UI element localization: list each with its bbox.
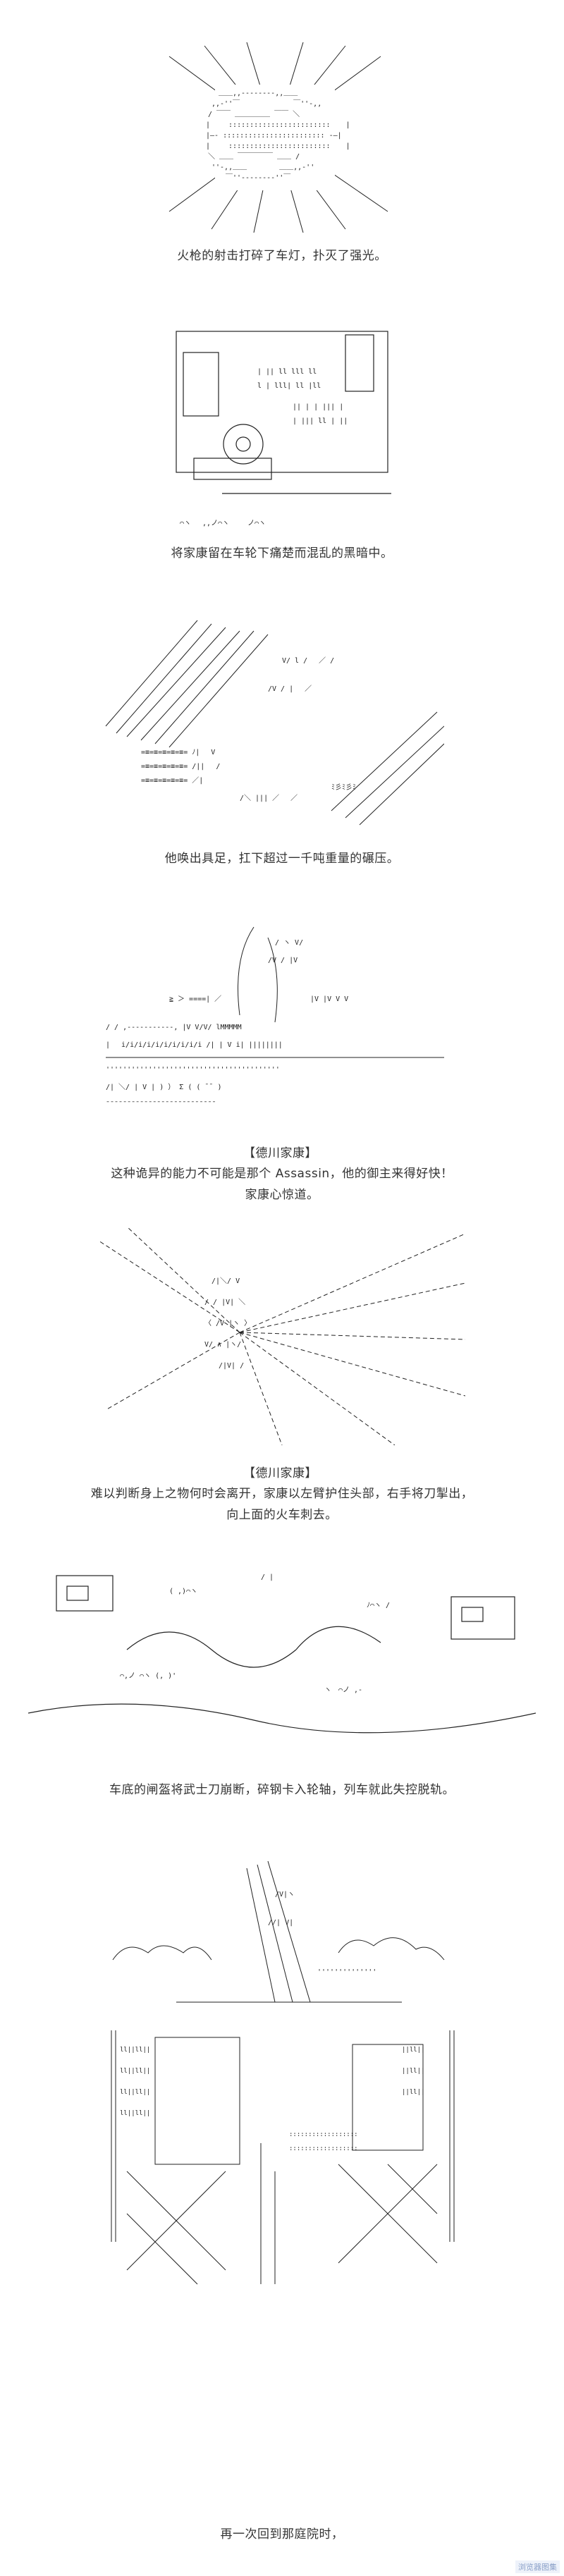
- ieyasu-kneeling-art: / ヽ V/ /V / |V ≧ ＞ ====| ／ |V |V V V / /…: [106, 926, 444, 1109]
- ascii-art-train-wheel: | || ll lll ll l | lll| ll |ll || | | ||…: [152, 324, 412, 536]
- caption-2: 将家康留在车轮下痛楚而混乱的黑暗中。: [171, 546, 393, 560]
- svg-text:|| | | ||| |: || | | ||| |: [293, 403, 343, 411]
- svg-text:/ |: / |: [261, 1574, 274, 1581]
- caption-1: 火枪的射击打碎了车灯，扑灭了强光。: [177, 249, 387, 263]
- caption-3: 他唤出具足，扛下超过一千吨重量的碾压。: [164, 852, 400, 866]
- svg-text:| || ll lll ll: | || ll lll ll: [257, 368, 317, 376]
- ascii-art-smoke-figure: /V|ヽ //| V| '''''''''''''': [106, 1854, 458, 2009]
- svg-text:||ll||: ||ll||: [402, 2047, 425, 2054]
- svg-text:¯¯¯¯¯¯¯¯¯¯¯¯¯¯¯¯¯¯¯¯¯¯¯¯¯¯: ¯¯¯¯¯¯¯¯¯¯¯¯¯¯¯¯¯¯¯¯¯¯¯¯¯¯: [106, 1101, 216, 1109]
- svg-text:ﾉ⌒ヽ /: ﾉ⌒ヽ /: [367, 1602, 390, 1609]
- svg-text:'''''''''''''': '''''''''''''': [317, 1968, 376, 1976]
- caption-5-speaker: 【德川家康】: [243, 1466, 317, 1480]
- caption-4-line-2: 家康心惊道。: [245, 1188, 319, 1202]
- ascii-art-spotlight: ＿＿,,--‐‐‐‐--,,＿＿ ,,-''￣ ￣''-,, / ￣￣ ＿＿＿＿…: [141, 42, 409, 233]
- caption-4-line-1: 这种诡异的能力不可能是那个 Assassin，他的御主来得好快！: [111, 1167, 453, 1181]
- svg-text:''-,,＿＿ ＿＿,,-'': ''-,,＿＿ ＿＿,,-'': [212, 164, 314, 171]
- caption-4-speaker: 【德川家康】: [243, 1146, 317, 1160]
- svg-text:/V / | ／: /V / | ／: [268, 685, 312, 693]
- svg-text:/＼ ||| ／ ／: /＼ ||| ／ ／: [240, 794, 298, 802]
- svg-text:/V / |V: /V / |V: [268, 957, 298, 964]
- svg-text:/ / |V| ＼: / / |V| ＼: [204, 1298, 245, 1306]
- svg-text:ll||ll||: ll||ll||: [120, 2068, 150, 2075]
- svg-text:⌒ヽ ,,ノ⌒ヽ ノ⌒ヽ: ⌒ヽ ,,ノ⌒ヽ ノ⌒ヽ: [180, 520, 266, 527]
- caption-5-line-2: 向上面的火车刺去。: [226, 1508, 338, 1522]
- speed-lines-figure-art: /|＼/ V / / |V| ＼ 〈 /V |ヽ 〉 V/ ∧ |ヽ/ /|V|…: [99, 1227, 465, 1445]
- svg-text:|V |V V V: |V |V V V: [310, 995, 348, 1003]
- svg-text:ヽ ⌒ノ ,-: ヽ ⌒ノ ,-: [324, 1686, 362, 1694]
- svg-text:/ / ,-‐‐‐‐‐‐‐‐‐-, |V V/V/ lMMM: / / ,-‐‐‐‐‐‐‐‐‐-, |V V/V/ lMMMMM: [106, 1024, 242, 1031]
- svg-text:| i/i/i/i/i/i/i/i/i/i /| | V: | i/i/i/i/i/i/i/i/i/i /| | V i| ||||||||: [106, 1041, 283, 1049]
- svg-text:＿＿,,--‐‐‐‐--,,＿＿: ＿＿,,--‐‐‐‐--,,＿＿: [219, 90, 298, 97]
- ascii-art-speed-lines: /|＼/ V / / |V| ＼ 〈 /V |ヽ 〉 V/ ∧ |ヽ/ /|V|…: [99, 1227, 465, 1445]
- svg-text:/V|ヽ: /V|ヽ: [275, 1891, 295, 1899]
- train-wheel-art: | || ll lll ll l | lll| ll |ll || | | ||…: [176, 331, 391, 527]
- svg-text:l | lll| ll |ll: l | lll| ll |ll: [257, 382, 321, 390]
- caption-7: 再一次回到那庭院时，: [220, 2527, 344, 2541]
- svg-text:/|＼/ V: /|＼/ V: [212, 1277, 240, 1285]
- svg-text:=≡=≡=≡=≡=≡= ／|: =≡=≡=≡=≡=≡= ／|: [141, 776, 203, 785]
- caption-6: 车底的闸盔将武士刀崩断，碎钢卡入轮轴，列车就此失控脱轨。: [109, 1783, 455, 1797]
- derailment-explosion-art: ( ,)⌒ヽ / | ﾉ⌒ヽ / ⌒,ノ ⌒ヽ (, )' ヽ ⌒ノ ,-: [28, 1574, 536, 1734]
- svg-text:| ::::::::::::::::::::::::: | :::::::::::::::::::::::: |: [206, 121, 350, 129]
- svg-text:( ,)⌒ヽ: ( ,)⌒ヽ: [169, 1588, 197, 1595]
- svg-text:V/ ∧ |ヽ/: V/ ∧ |ヽ/: [204, 1341, 241, 1349]
- ascii-art-armor: V/ l / ／ / /V / | ／ =≡=≡=≡=≡=≡= ﾉ| V =≡=…: [99, 613, 444, 832]
- svg-text:＼ ＿＿ ￣￣￣￣￣ ＿＿ /: ＼ ＿＿ ￣￣￣￣￣ ＿＿ /: [208, 152, 300, 161]
- ascii-art-ieyasu-kneeling: / ヽ V/ /V / |V ≧ ＞ ====| ／ |V |V V V / /…: [99, 916, 451, 1135]
- caption-5-line-1: 难以判断身上之物何时会离开，家康以左臂护住头部，右手将刀掣出，: [90, 1487, 474, 1501]
- svg-text:||ll||: ||ll||: [402, 2068, 425, 2075]
- svg-text:ll||ll||: ll||ll||: [120, 2047, 150, 2054]
- svg-text:::::::::::::::::::: ::::::::::::::::::: [289, 2131, 358, 2138]
- svg-text://| V|: //| V|: [268, 1919, 293, 1927]
- svg-text:| ::::::::::::::::::::::::: | :::::::::::::::::::::::: |: [206, 142, 350, 150]
- watermark: 浏览器图集: [515, 2560, 560, 2573]
- svg-text:≧ ＞ ====| ／: ≧ ＞ ====| ／: [169, 995, 221, 1003]
- svg-text:ll||ll||: ll||ll||: [120, 2089, 150, 2096]
- armor-under-train-art: V/ l / ／ / /V / | ／ =≡=≡=≡=≡=≡= ﾉ| V =≡=…: [105, 620, 444, 826]
- garden-buildings-art: ll||ll|| ll||ll|| ll||ll|| ll||ll|| ||ll…: [111, 2030, 455, 2285]
- svg-text:|―‐ :::::::::::::::::::::::: ‐: |―‐ :::::::::::::::::::::::: ‐―|: [206, 132, 342, 140]
- svg-text:/| ＼/ | V | ) ） Σ ( ( ¯¯ ): /| ＼/ | V | ) ） Σ ( ( ¯¯ ): [106, 1083, 222, 1091]
- svg-text:ﾐ彡ﾐ彡ﾐ: ﾐ彡ﾐ彡ﾐ: [331, 784, 356, 792]
- svg-text:￣''‐‐----‐‐''￣: ￣''‐‐----‐‐''￣: [226, 173, 290, 182]
- svg-text:| ||| ll | ||: | ||| ll | ||: [293, 417, 348, 425]
- smoke-figure-art: /V|ヽ //| V| '''''''''''''': [112, 1860, 445, 2003]
- svg-text:/|V| /: /|V| /: [219, 1362, 244, 1370]
- svg-text:V/ l / ／ /: V/ l / ／ /: [282, 656, 334, 665]
- svg-text:〈 /V |ヽ 〉: 〈 /V |ヽ 〉: [204, 1319, 251, 1327]
- svg-text:,,-''￣ ￣''-,,: ,,-''￣ ￣''-,,: [212, 99, 321, 108]
- svg-text:=≡=≡=≡=≡=≡= ﾉ| V: =≡=≡=≡=≡=≡= ﾉ| V: [141, 749, 215, 756]
- svg-text:||ll||: ||ll||: [402, 2089, 425, 2096]
- svg-text:::::::::::::::::::: ::::::::::::::::::: [289, 2145, 358, 2152]
- svg-text:⌒,ノ ⌒ヽ (, )': ⌒,ノ ⌒ヽ (, )': [120, 1672, 176, 1680]
- svg-text:ll||ll||: ll||ll||: [120, 2110, 150, 2117]
- svg-text:/ ヽ V/: / ヽ V/: [275, 939, 303, 947]
- svg-text:'''''''''''''''''''''''''''''': ''''''''''''''''''''''''''''''''''''''''…: [106, 1066, 280, 1074]
- svg-text:=≡=≡=≡=≡=≡= /|| /: =≡=≡=≡=≡=≡= /|| /: [141, 763, 220, 771]
- spotlight-burst-art: ＿＿,,--‐‐‐‐--,,＿＿ ,,-''￣ ￣''-,, / ￣￣ ＿＿＿＿…: [168, 42, 388, 233]
- ascii-art-garden-buildings: ll||ll|| ll||ll|| ll||ll|| ll||ll|| ||ll…: [106, 2030, 458, 2510]
- ascii-art-derailment: ( ,)⌒ヽ / | ﾉ⌒ヽ / ⌒,ノ ⌒ヽ (, )' ヽ ⌒ノ ,-: [28, 1551, 536, 1741]
- svg-text:/ ￣￣ ＿＿＿＿＿ ￣￣ ＼: / ￣￣ ＿＿＿＿＿ ￣￣ ＼: [208, 109, 300, 118]
